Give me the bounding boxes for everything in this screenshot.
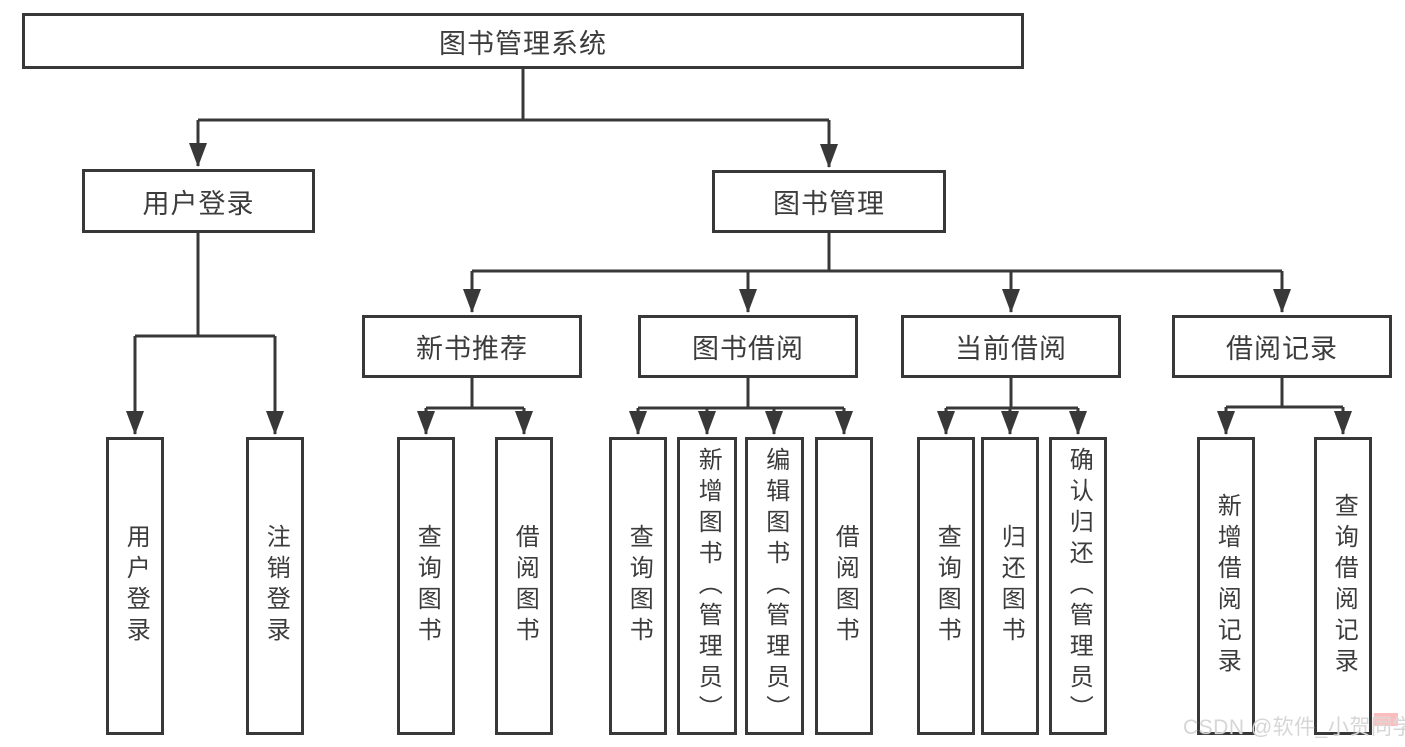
leaf-query-books-current: 查询图书 xyxy=(917,437,975,735)
node-label: 借阅记录 xyxy=(1226,334,1338,364)
node-book-borrow: 图书借阅 xyxy=(638,315,858,378)
leaf-add-book-admin: 新增图书（管理员） xyxy=(677,437,737,735)
node-label: 用户登录 xyxy=(142,188,255,219)
node-label: 用户登录 xyxy=(122,524,150,648)
leaf-confirm-return-admin: 确认归还（管理员） xyxy=(1049,437,1107,735)
node-label: 借阅图书 xyxy=(511,524,539,648)
csdn-watermark: CSDN @软件_小贺同学 xyxy=(1183,716,1405,739)
leaf-add-borrow-record: 新增借阅记录 xyxy=(1197,437,1255,735)
node-label: 借阅图书 xyxy=(831,524,859,648)
leaf-user-login: 用户登录 xyxy=(106,437,164,735)
node-label: 图书借阅 xyxy=(692,334,804,364)
leaf-return-book: 归还图书 xyxy=(981,437,1039,735)
node-new-book-recommend: 新书推荐 xyxy=(362,315,582,378)
node-library-management-system: 图书管理系统 xyxy=(22,13,1024,69)
watermark-accent xyxy=(1374,713,1398,726)
node-user-login: 用户登录 xyxy=(82,169,315,233)
leaf-edit-book-admin: 编辑图书（管理员） xyxy=(745,437,804,735)
node-label: 新增图书（管理员） xyxy=(694,446,722,726)
leaf-query-books-recommend: 查询图书 xyxy=(397,437,455,735)
node-label: 查询图书 xyxy=(933,524,961,648)
connector-trunks xyxy=(135,69,1343,410)
leaf-query-books-borrow: 查询图书 xyxy=(609,437,667,735)
node-label: 图书管理 xyxy=(773,189,885,219)
node-label: 编辑图书（管理员） xyxy=(761,446,789,726)
node-label: 当前借阅 xyxy=(955,334,1067,364)
node-label: 查询图书 xyxy=(413,524,441,648)
node-label: 查询图书 xyxy=(625,524,653,648)
leaf-logout: 注销登录 xyxy=(246,437,304,735)
node-book-management: 图书管理 xyxy=(712,170,946,233)
node-label: 新书推荐 xyxy=(416,334,528,364)
leaf-query-borrow-record: 查询借阅记录 xyxy=(1314,437,1372,735)
node-label: 注销登录 xyxy=(262,524,290,648)
leaf-borrow-books-2: 借阅图书 xyxy=(815,437,873,735)
node-label: 图书管理系统 xyxy=(439,28,607,59)
node-label: 查询借阅记录 xyxy=(1330,493,1358,679)
node-label: 确认归还（管理员） xyxy=(1065,446,1093,726)
leaf-borrow-books-recommend: 借阅图书 xyxy=(495,437,553,735)
node-current-borrow: 当前借阅 xyxy=(901,315,1121,378)
node-label: 新增借阅记录 xyxy=(1213,493,1241,679)
node-borrow-records: 借阅记录 xyxy=(1172,315,1392,378)
node-label: 归还图书 xyxy=(997,524,1025,648)
